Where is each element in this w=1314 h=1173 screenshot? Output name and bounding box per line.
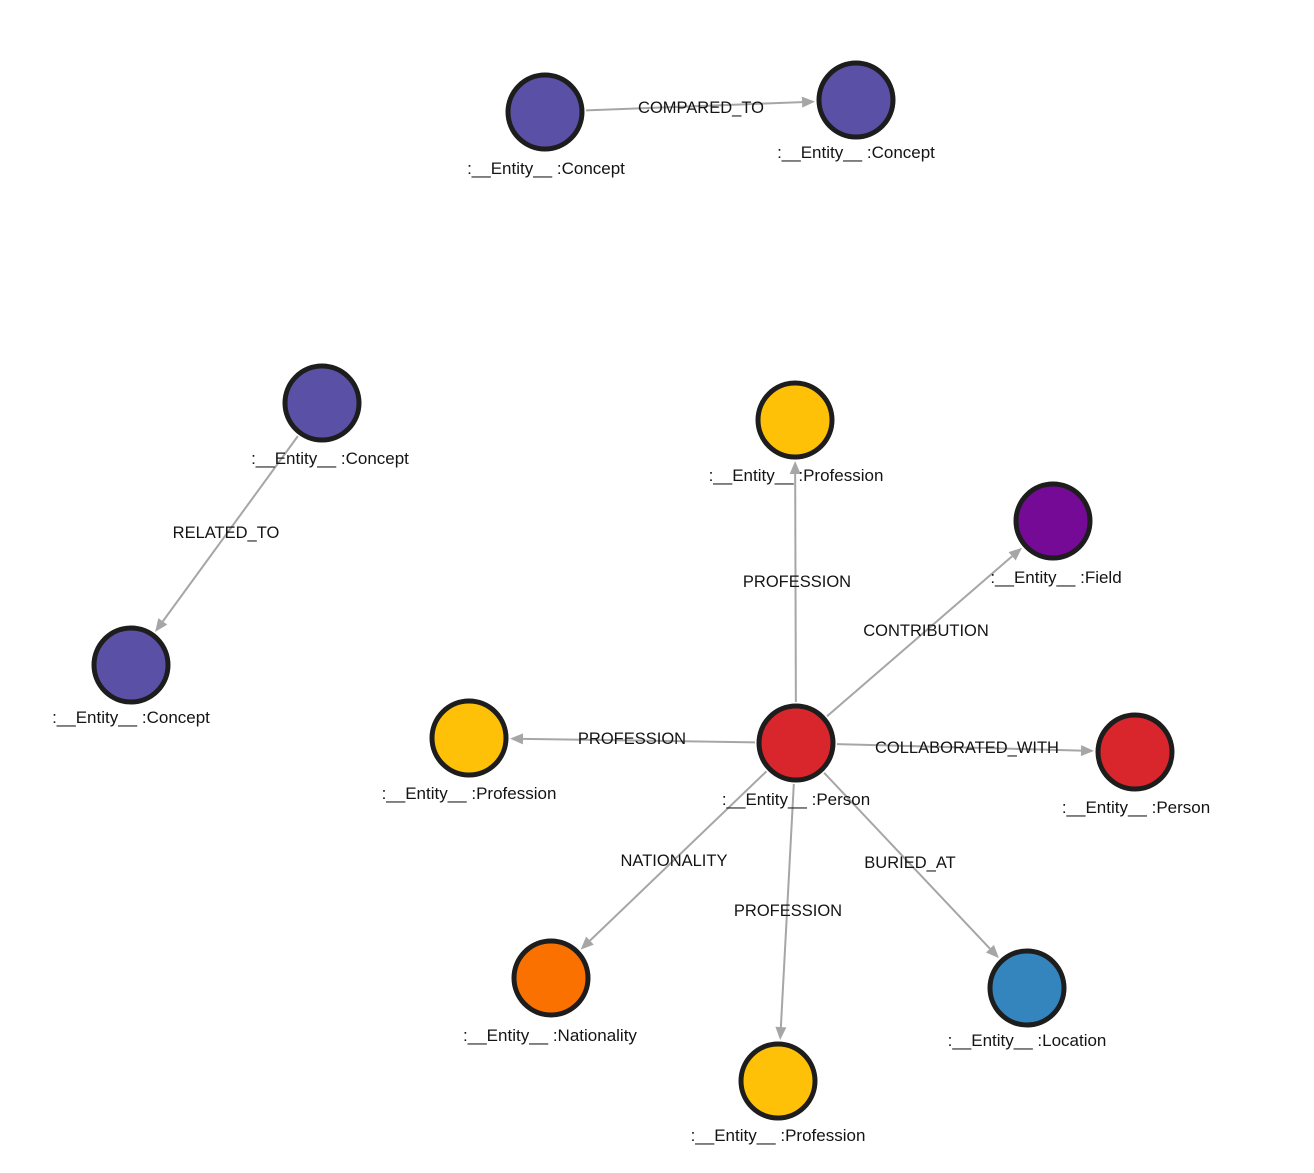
node-location: :__Entity__ :Location: [948, 948, 1107, 1050]
relationship-type-label[interactable]: RELATED_TO: [173, 524, 280, 542]
node-profession: :__Entity__ :Profession: [382, 698, 557, 803]
node-circle-person[interactable]: [756, 703, 836, 783]
node-circle-person[interactable]: [1095, 712, 1175, 792]
relationship-type-label[interactable]: NATIONALITY: [621, 852, 728, 870]
node-circle-concept[interactable]: [282, 363, 362, 443]
relationship-buried_at[interactable]: BURIED_AT: [823, 772, 999, 959]
node-caption: :__Entity__ :Profession: [709, 466, 884, 485]
node-person: :__Entity__ :Person: [722, 703, 870, 809]
nodes-layer: :__Entity__ :Concept :__Entity__ :Concept…: [52, 60, 1210, 1145]
node-concept: :__Entity__ :Concept: [52, 625, 210, 727]
relationship-profession[interactable]: PROFESSION: [509, 730, 756, 748]
node-concept: :__Entity__ :Concept: [467, 72, 625, 178]
node-field: :__Entity__ :Field: [990, 481, 1122, 587]
node-caption: :__Entity__ :Nationality: [463, 1026, 637, 1045]
relationship-line[interactable]: [826, 555, 1013, 717]
arrowhead-icon: [155, 618, 168, 632]
node-caption: :__Entity__ :Concept: [467, 159, 625, 178]
node-caption: :__Entity__ :Field: [990, 568, 1121, 587]
arrowhead-icon: [1080, 745, 1095, 757]
arrowhead-icon: [580, 936, 594, 950]
relationship-type-label[interactable]: PROFESSION: [734, 902, 842, 920]
relationship-line[interactable]: [779, 783, 795, 1028]
node-caption: :__Entity__ :Concept: [52, 708, 210, 727]
relationship-type-label[interactable]: COLLABORATED_WITH: [875, 739, 1059, 757]
relationship-type-label[interactable]: PROFESSION: [578, 730, 686, 748]
node-profession: :__Entity__ :Profession: [709, 380, 884, 485]
relationship-compared_to[interactable]: COMPARED_TO: [585, 96, 816, 117]
relationship-collaborated_with[interactable]: COLLABORATED_WITH: [836, 739, 1095, 757]
relationship-line[interactable]: [162, 435, 299, 622]
arrowhead-icon: [789, 460, 801, 475]
relationship-profession[interactable]: PROFESSION: [743, 460, 851, 703]
node-circle-concept[interactable]: [505, 72, 585, 152]
arrowhead-icon: [1008, 547, 1022, 561]
relationship-line[interactable]: [823, 772, 991, 950]
node-caption: :__Entity__ :Profession: [691, 1126, 866, 1145]
node-concept: :__Entity__ :Concept: [777, 60, 935, 162]
node-caption: :__Entity__ :Location: [948, 1031, 1107, 1050]
arrowhead-icon: [801, 96, 816, 108]
relationship-profession[interactable]: PROFESSION: [734, 783, 842, 1041]
edges-layer: COMPARED_TO RELATED_TO PROFESSION CONTRIBUT…: [155, 96, 1095, 1041]
arrowhead-icon: [985, 944, 999, 959]
arrowhead-icon: [775, 1026, 787, 1041]
node-circle-profession[interactable]: [738, 1041, 818, 1121]
relationship-line[interactable]: [589, 770, 768, 942]
node-caption: :__Entity__ :Concept: [777, 143, 935, 162]
arrowhead-icon: [509, 733, 524, 745]
node-circle-concept[interactable]: [816, 60, 896, 140]
node-person: :__Entity__ :Person: [1062, 712, 1210, 817]
node-nationality: :__Entity__ :Nationality: [463, 938, 637, 1045]
relationship-line[interactable]: [522, 737, 756, 744]
node-concept: :__Entity__ :Concept: [251, 363, 409, 468]
relationship-nationality[interactable]: NATIONALITY: [580, 770, 768, 950]
relationship-type-label[interactable]: CONTRIBUTION: [863, 622, 989, 640]
relationship-line[interactable]: [794, 473, 797, 703]
relationship-type-label[interactable]: BURIED_AT: [864, 854, 955, 872]
node-circle-field[interactable]: [1013, 481, 1093, 561]
node-circle-concept[interactable]: [91, 625, 171, 705]
node-caption: :__Entity__ :Person: [722, 790, 870, 809]
node-caption: :__Entity__ :Person: [1062, 798, 1210, 817]
relationship-type-label[interactable]: COMPARED_TO: [638, 99, 764, 117]
node-circle-profession[interactable]: [429, 698, 509, 778]
relationship-line[interactable]: [836, 743, 1082, 752]
relationship-related_to[interactable]: RELATED_TO: [155, 435, 299, 632]
relationship-type-label[interactable]: PROFESSION: [743, 573, 851, 591]
node-profession: :__Entity__ :Profession: [691, 1041, 866, 1145]
node-caption: :__Entity__ :Profession: [382, 784, 557, 803]
node-circle-nationality[interactable]: [511, 938, 591, 1018]
relationship-contribution[interactable]: CONTRIBUTION: [826, 547, 1022, 717]
node-caption: :__Entity__ :Concept: [251, 449, 409, 468]
node-circle-location[interactable]: [987, 948, 1067, 1028]
relationship-line[interactable]: [585, 101, 803, 112]
node-circle-profession[interactable]: [755, 380, 835, 460]
